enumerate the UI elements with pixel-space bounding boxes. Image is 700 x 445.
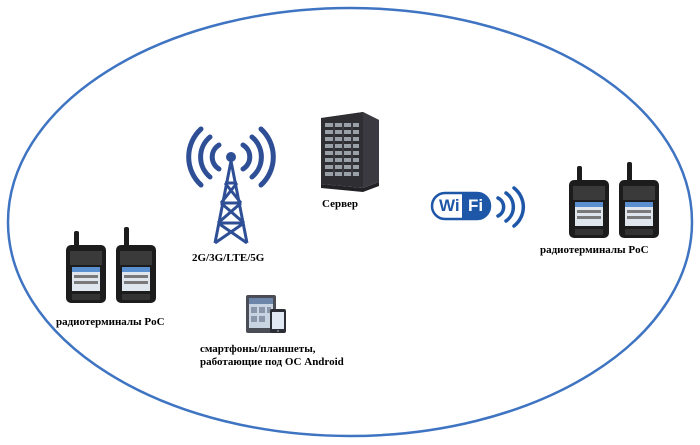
smartphones-label-line1: смартфоны/планшеты, xyxy=(200,343,316,355)
radio-terminal-icon xyxy=(569,166,609,238)
cell-tower-icon xyxy=(186,126,276,245)
wifi-fi-text: Fi xyxy=(468,196,484,215)
server-label: Сервер xyxy=(322,198,359,210)
radio-terminals-right xyxy=(569,162,659,238)
smartphones-label: смартфоны/планшеты, работающие под ОС An… xyxy=(200,343,344,369)
radios-left-label: радиотерминалы PoC xyxy=(56,316,165,328)
wifi-wi-text: Wi xyxy=(439,196,460,215)
server-icon xyxy=(321,112,379,192)
radio-terminal-icon xyxy=(66,231,106,303)
radios-right-label: радиотерминалы PoC xyxy=(540,244,649,256)
wifi-icon: Wi Fi xyxy=(430,185,530,230)
smartphone-tablet-icon xyxy=(246,295,286,333)
smartphones-label-line2: работающие под ОС Android xyxy=(200,356,344,368)
network-ellipse xyxy=(6,6,694,438)
tower-label: 2G/3G/LTE/5G xyxy=(192,252,265,264)
radio-terminal-icon xyxy=(619,162,659,238)
radio-terminals-left xyxy=(66,227,156,303)
radio-terminal-icon xyxy=(116,227,156,303)
